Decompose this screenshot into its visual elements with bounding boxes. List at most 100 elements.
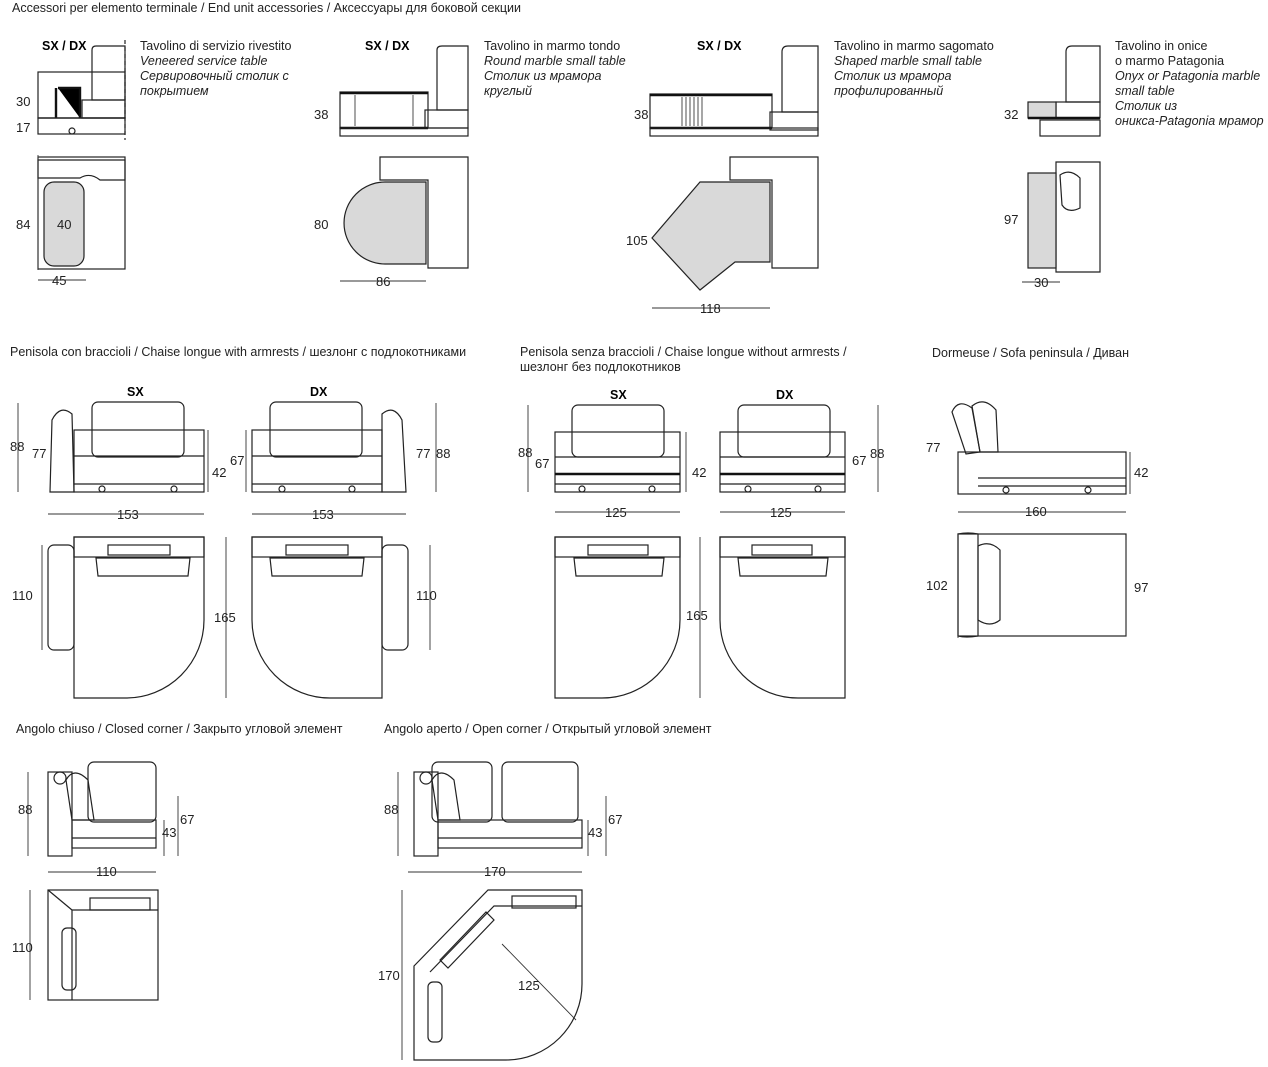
a2-back [436, 45, 469, 111]
p2-sx-dim-125: 125 [605, 505, 627, 520]
p2-sx-plan: 165 [554, 536, 708, 699]
a1-ru2: покрытием [140, 84, 209, 98]
p2-sx-label: SX [610, 388, 627, 402]
a2-ru2: круглый [484, 84, 532, 98]
a1-dim-h1: 30 [16, 94, 30, 109]
a1-side-label: SX / DX [42, 39, 87, 53]
a4-plan-table [1027, 172, 1057, 269]
p1-sx-dim-165: 165 [214, 610, 236, 625]
a2-en: Round marble small table [484, 54, 626, 68]
p1-dx-plan-seat [251, 536, 383, 699]
c2-dim-170: 170 [484, 864, 506, 879]
a3-ru1: Столик из мрамора [834, 69, 952, 83]
c2-dim-43: 43 [588, 825, 602, 840]
a4-it2: o marmo Patagonia [1115, 54, 1224, 68]
a4-base [1039, 119, 1101, 137]
a3-plan-sofa [729, 156, 819, 269]
a2-side-label: SX / DX [365, 39, 410, 53]
p1-sx-plan-arm [47, 544, 75, 651]
a2-plan-table [343, 181, 427, 265]
p3-dim-102: 102 [926, 578, 948, 593]
p2-dx-plan [719, 536, 846, 699]
p3-dim-97: 97 [1134, 580, 1148, 595]
a2-dim-h: 38 [314, 107, 328, 122]
p2-sx-dim-42: 42 [692, 465, 706, 480]
accessory-veneered-table: SX / DX Tavolino di servizio rivestito V… [16, 39, 291, 288]
p3-body [957, 451, 1127, 495]
a1-plan-table [43, 181, 85, 267]
a4-plan-cushion [1059, 171, 1081, 211]
a4-en2: small table [1115, 84, 1175, 98]
p1-dx-elevation: DX 67 77 88 153 [230, 385, 450, 522]
a3-en: Shaped marble small table [834, 54, 982, 68]
p1-dx-dim-77: 77 [416, 446, 430, 461]
a3-dim-w: 118 [700, 301, 721, 316]
a1-dim-inner: 40 [57, 217, 71, 232]
a3-table-frame [649, 93, 773, 129]
a1-table-side [54, 86, 82, 118]
c1-dim-110: 110 [96, 864, 117, 879]
p1-sx-plan-seat [73, 536, 205, 699]
a3-base [649, 127, 819, 137]
a1-en: Veneered service table [140, 54, 267, 68]
p3-dormeuse-elevation: 77 42 160 [926, 401, 1148, 519]
a1-it: Tavolino di servizio rivestito [140, 39, 291, 53]
open-corner-plan: 125 170 [378, 889, 583, 1061]
a3-dim-depth: 105 [626, 233, 648, 248]
p2-dx-dim-67: 67 [852, 453, 866, 468]
p2-heading2: шезлонг без подлокотников [520, 360, 681, 374]
p1-dx-armrest [381, 409, 407, 493]
a2-it: Tavolino in marmo tondo [484, 39, 620, 53]
a3-dim-h: 38 [634, 107, 648, 122]
a1-back [91, 45, 126, 101]
a1-ru1: Сервировочный столик с [140, 69, 289, 83]
p2-sx-dim-165: 165 [686, 608, 708, 623]
a1-dim-h2: 17 [16, 120, 30, 135]
a3-it: Tavolino in marmo sagomato [834, 39, 994, 53]
p1-dx-label: DX [310, 385, 328, 399]
p3-dim-160: 160 [1025, 504, 1047, 519]
p2-sx-elevation: SX 88 67 42 125 [518, 388, 706, 520]
c1-dim-67: 67 [180, 812, 194, 827]
p1-sx-dim-88: 88 [10, 439, 24, 454]
a4-ru2: оникса-Patagonia мрамор [1115, 114, 1264, 128]
c1-dim-43: 43 [162, 825, 176, 840]
a3-slats [681, 97, 703, 126]
a1-dim-depth: 84 [16, 217, 30, 232]
c1-heading: Angolo chiuso / Closed corner / Закрыто … [16, 722, 343, 736]
p1-dx-plan-arm [381, 544, 409, 651]
a4-dim-depth: 97 [1004, 212, 1018, 227]
c1-plan-dim-110: 110 [12, 940, 33, 955]
a1-seat [81, 99, 126, 119]
a2-ru1: Столик из мрамора [484, 69, 602, 83]
p2-dx-elevation: DX 67 88 125 [719, 388, 884, 520]
a1-dim-w: 45 [52, 273, 66, 288]
a2-table-frame [339, 91, 429, 129]
a4-dim-h: 32 [1004, 107, 1018, 122]
section1-heading: Accessori per elemento terminale / End u… [12, 1, 521, 15]
p1-dx-dim-153: 153 [312, 507, 334, 522]
p3-heading: Dormeuse / Sofa peninsula / Диван [932, 346, 1129, 360]
p1-dx-dim-67: 67 [230, 453, 244, 468]
p3-dim-77: 77 [926, 440, 940, 455]
a3-back [781, 45, 819, 113]
a4-seat [1055, 101, 1101, 119]
a3-plan-table [651, 181, 771, 291]
c2-dim-88: 88 [384, 802, 398, 817]
p1-sx-plan: 110 165 [12, 536, 236, 699]
accessory-onyx-table: Tavolino in onice o marmo Patagonia Onyx… [1004, 39, 1264, 290]
accessory-round-marble-table: SX / DX Tavolino in marmo tondo Round ma… [314, 39, 626, 289]
a1-foot [68, 127, 76, 135]
a2-plan-sofa [379, 156, 469, 269]
a2-dim-w: 86 [376, 274, 390, 289]
p1-sx-dim-110: 110 [12, 588, 33, 603]
p1-dx-dim-88: 88 [436, 446, 450, 461]
a2-base [339, 127, 469, 137]
p1-heading: Penisola con braccioli / Chaise longue w… [10, 345, 466, 359]
p2-dx-label: DX [776, 388, 794, 402]
a4-table-side [1027, 101, 1057, 119]
a4-it1: Tavolino in onice [1115, 39, 1207, 53]
p2-heading1: Penisola senza braccioli / Chaise longue… [520, 345, 847, 359]
p3-dim-42: 42 [1134, 465, 1148, 480]
